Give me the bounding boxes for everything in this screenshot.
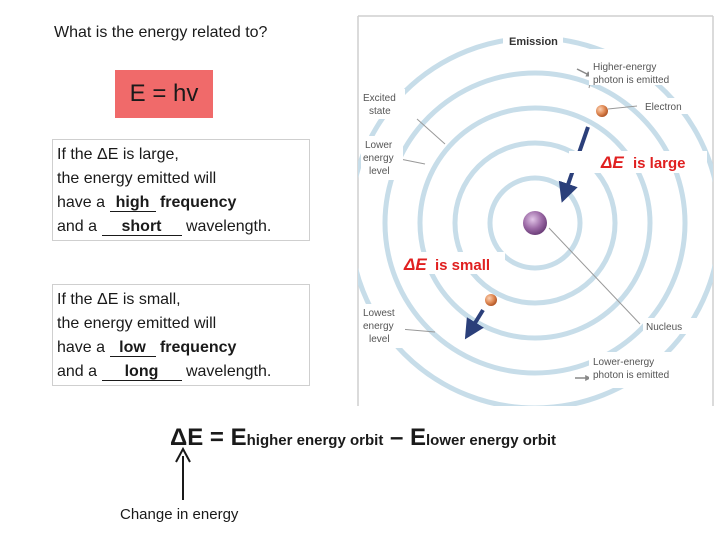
orbit-1	[487, 175, 583, 271]
label-excited-2: state	[369, 106, 391, 117]
large-wavelength-blank: short	[101, 218, 182, 236]
small-line1: If the ΔE is small,	[57, 291, 181, 308]
leader-excited	[416, 118, 446, 145]
orbit-3	[417, 105, 653, 341]
transition-arrow-small	[464, 308, 485, 340]
large-delta-textbox: If the ΔE is large, the energy emitted w…	[52, 139, 310, 241]
label-excited-1: Excited	[363, 93, 396, 104]
leader-nucleus	[548, 227, 641, 325]
label-lowest-1: Lowest	[363, 308, 395, 319]
electron-lower	[485, 294, 497, 306]
electron-upper	[596, 105, 608, 117]
higher-photon-arrow	[576, 68, 593, 77]
small-line2: the energy emitted will	[57, 315, 217, 332]
large-line3-post: frequency	[159, 194, 237, 211]
leader-lower	[399, 158, 426, 165]
eq-minus: – E	[383, 424, 427, 451]
eq-sub-higher: higher energy orbit	[246, 432, 384, 449]
delta-large-text: is large	[633, 155, 686, 172]
large-line1: If the ΔE is large,	[57, 146, 179, 163]
label-electron: Electron	[645, 102, 682, 113]
large-line4-post: wavelength.	[185, 218, 272, 235]
small-line3: have a low frequency	[57, 336, 305, 360]
large-line3: have a high frequency	[57, 191, 305, 215]
change-in-energy-label: Change in energy	[120, 506, 239, 523]
emission-diagram: Emission Excited state Lower energy leve…	[357, 15, 714, 406]
diagram-title: Emission	[509, 36, 558, 48]
nucleus	[523, 211, 547, 235]
question-text: What is the energy related to?	[54, 24, 268, 41]
eq-lhs: ΔE = E	[170, 424, 247, 451]
small-line4: and a long wavelength.	[57, 360, 305, 384]
large-line4: and a short wavelength.	[57, 215, 305, 239]
small-line3-pre: have a	[57, 339, 106, 356]
small-frequency-blank: low	[109, 339, 156, 357]
label-lower-1: Lower	[365, 140, 393, 151]
small-line3-post: frequency	[159, 339, 237, 356]
label-higher-photon-1: Higher-energy	[593, 62, 656, 73]
label-lowest-3: level	[369, 334, 390, 345]
small-delta-textbox: If the ΔE is small, the energy emitted w…	[52, 284, 310, 386]
formula-text: E = hv	[129, 80, 199, 107]
label-lower-photon-1: Lower-energy	[593, 357, 654, 368]
orbit-4	[382, 70, 688, 376]
eq-sub-lower: lower energy orbit	[426, 432, 557, 449]
label-lower-2: energy	[363, 153, 394, 164]
label-lower-3: level	[369, 166, 390, 177]
orbit-2	[452, 140, 618, 306]
small-line4-pre: and a	[57, 363, 98, 380]
formula-box: E = hv	[115, 70, 213, 118]
small-line4-post: wavelength.	[185, 363, 272, 380]
leader-lowest	[399, 328, 436, 333]
delta-e-equation: ΔE = Ehigher energy orbit – Elower energ…	[170, 424, 556, 452]
label-nucleus: Nucleus	[646, 322, 682, 333]
delta-small-text: is small	[435, 257, 490, 274]
large-line2: the energy emitted will	[57, 170, 217, 187]
large-frequency-blank: high	[109, 194, 156, 212]
change-arrow	[175, 446, 191, 500]
large-line3-pre: have a	[57, 194, 106, 211]
label-lower-photon-2: photon is emitted	[593, 370, 669, 381]
delta-large-symbol: ΔE	[600, 153, 624, 172]
delta-small-symbol: ΔE	[403, 255, 427, 274]
large-line4-pre: and a	[57, 218, 98, 235]
small-wavelength-blank: long	[101, 363, 182, 381]
leader-electron	[607, 105, 638, 110]
label-higher-photon-2: photon is emitted	[593, 75, 669, 86]
label-lowest-2: energy	[363, 321, 394, 332]
